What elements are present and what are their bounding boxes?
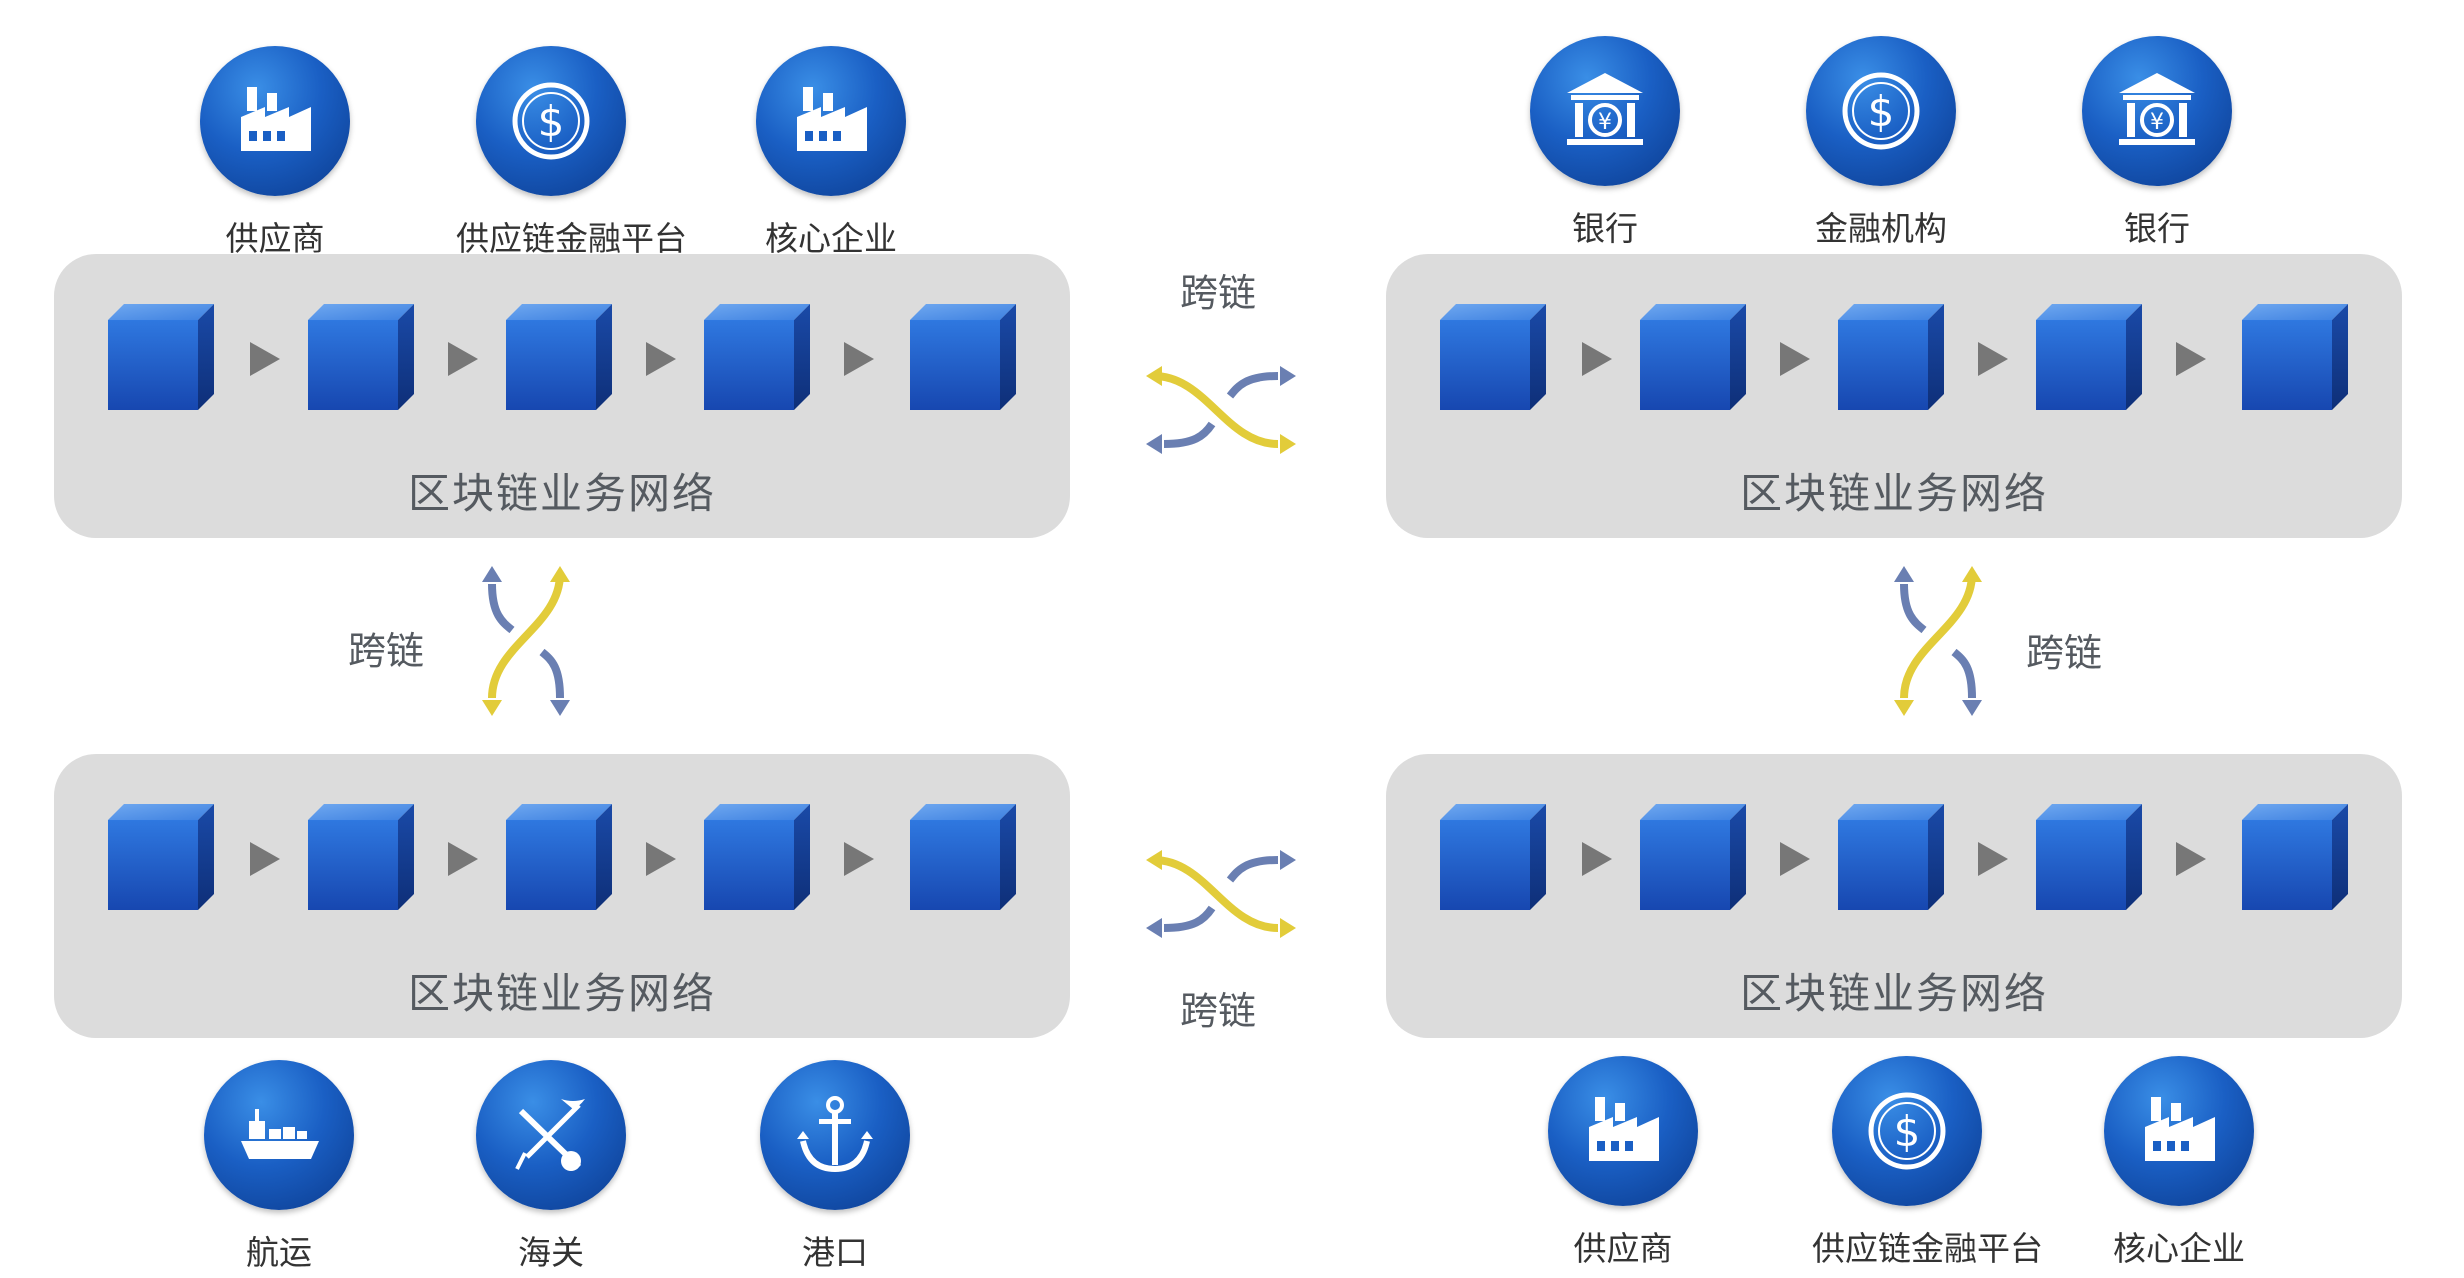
chain-arrow-icon (1780, 842, 1810, 876)
dollar-coin-icon (476, 46, 626, 196)
chain-arrow-icon (844, 342, 874, 376)
participant-scf-platform: 供应链金融平台 (456, 46, 687, 260)
participant-port: 港口 (740, 1060, 930, 1274)
bank-icon (2082, 36, 2232, 186)
participant-core-enterprise: 核心企业 (2084, 1056, 2274, 1270)
chain-arrow-icon (448, 342, 478, 376)
network-label: 区块链业务网络 (407, 969, 716, 1018)
block-cube (1838, 804, 1944, 910)
block-cube (1838, 304, 1944, 410)
block-cube (1440, 804, 1546, 910)
chain-arrow-icon (250, 842, 280, 876)
ship-icon (204, 1060, 354, 1210)
participant-financial-institution: 金融机构 (1786, 36, 1976, 250)
chain-arrow-icon (1978, 342, 2008, 376)
block-cube (308, 304, 414, 410)
participant-label: 核心企业 (765, 219, 897, 258)
chain-arrow-icon (1582, 342, 1612, 376)
participant-label: 银行 (2124, 209, 2190, 248)
cross-chain-vertical-icon (472, 566, 582, 716)
factory-icon (756, 46, 906, 196)
participant-label: 海关 (518, 1233, 584, 1272)
chain-arrow-icon (844, 842, 874, 876)
block-cube (308, 804, 414, 910)
blockchain-network-top-left: 区块链业务网络 (54, 254, 1070, 538)
network-label: 区块链业务网络 (407, 469, 716, 518)
block-cube (704, 304, 810, 410)
block-cube (2242, 804, 2348, 910)
participant-label: 供应商 (225, 219, 325, 258)
block-cube (910, 804, 1016, 910)
network-label: 区块链业务网络 (1739, 469, 2048, 518)
participant-scf-platform: 供应链金融平台 (1812, 1056, 2043, 1270)
participant-bank: 银行 (2062, 36, 2252, 250)
participant-label: 航运 (246, 1233, 312, 1272)
cross-chain-vertical-icon (1884, 566, 1994, 716)
chain-arrow-icon (1780, 342, 1810, 376)
block-cube (2036, 304, 2142, 410)
dollar-coin-icon (1832, 1056, 1982, 1206)
participant-shipping: 航运 (184, 1060, 374, 1274)
anchor-icon (760, 1060, 910, 1210)
block-cube (1640, 304, 1746, 410)
cross-chain-label-top: 跨链 (1180, 271, 1257, 315)
participant-label: 金融机构 (1815, 209, 1947, 248)
cross-chain-horizontal-icon (1146, 356, 1296, 466)
participant-label: 核心企业 (2113, 1229, 2245, 1268)
cross-chain-label-bottom: 跨链 (1180, 989, 1257, 1033)
block-cube (910, 304, 1016, 410)
participant-core-enterprise: 核心企业 (736, 46, 926, 260)
block-cube (1440, 304, 1546, 410)
participant-label: 供应商 (1573, 1229, 1673, 1268)
customs-emblem-icon (476, 1060, 626, 1210)
block-chain (1386, 304, 2402, 414)
block-cube (2036, 804, 2142, 910)
blockchain-network-bottom-left: 区块链业务网络 (54, 754, 1070, 1038)
participant-label: 港口 (802, 1233, 868, 1272)
dollar-coin-icon (1806, 36, 1956, 186)
chain-arrow-icon (250, 342, 280, 376)
participant-customs: 海关 (456, 1060, 646, 1274)
chain-arrow-icon (646, 342, 676, 376)
participant-label: 银行 (1572, 209, 1638, 248)
participant-supplier: 供应商 (1528, 1056, 1718, 1270)
block-cube (108, 804, 214, 910)
block-cube (1640, 804, 1746, 910)
block-chain (1386, 804, 2402, 914)
block-chain (54, 804, 1070, 914)
chain-arrow-icon (2176, 342, 2206, 376)
block-cube (506, 304, 612, 410)
block-cube (2242, 304, 2348, 410)
bank-icon (1530, 36, 1680, 186)
factory-icon (200, 46, 350, 196)
participant-bank: 银行 (1510, 36, 1700, 250)
block-cube (704, 804, 810, 910)
participant-label: 供应链金融平台 (456, 219, 687, 258)
chain-arrow-icon (2176, 842, 2206, 876)
factory-icon (2104, 1056, 2254, 1206)
block-chain (54, 304, 1070, 414)
participant-label: 供应链金融平台 (1812, 1229, 2043, 1268)
cross-chain-label-right: 跨链 (2026, 631, 2103, 675)
chain-arrow-icon (1978, 842, 2008, 876)
blockchain-network-bottom-right: 区块链业务网络 (1386, 754, 2402, 1038)
chain-arrow-icon (1582, 842, 1612, 876)
cross-chain-label-left: 跨链 (348, 629, 425, 673)
chain-arrow-icon (448, 842, 478, 876)
block-cube (108, 304, 214, 410)
blockchain-network-top-right: 区块链业务网络 (1386, 254, 2402, 538)
block-cube (506, 804, 612, 910)
cross-chain-horizontal-icon (1146, 840, 1296, 950)
factory-icon (1548, 1056, 1698, 1206)
chain-arrow-icon (646, 842, 676, 876)
network-label: 区块链业务网络 (1739, 969, 2048, 1018)
participant-supplier: 供应商 (180, 46, 370, 260)
